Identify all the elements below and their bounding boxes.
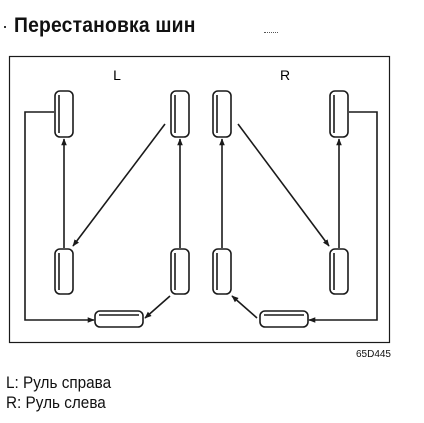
arrow-left-rear-to-spare bbox=[144, 295, 171, 319]
legend-key: L: bbox=[6, 373, 19, 392]
stray-dot bbox=[4, 26, 6, 28]
right-rear-right-tire bbox=[329, 248, 349, 295]
arrow-left-front-to-spare bbox=[24, 111, 95, 323]
arrow-right-spare-to-rear bbox=[231, 295, 258, 319]
right-front-right-tire bbox=[329, 90, 349, 138]
legend-item-l: L: Руль справа bbox=[6, 373, 111, 393]
figure-code: 65D445 bbox=[355, 349, 391, 360]
legend-item-r: R: Руль слева bbox=[6, 393, 106, 413]
left-rear-left-tire bbox=[54, 248, 74, 295]
legend-key: R: bbox=[6, 393, 22, 412]
scan-artifact bbox=[264, 32, 278, 36]
arrow-right-front-to-spare bbox=[308, 111, 378, 323]
arrow-right-diagonal-cross bbox=[237, 123, 330, 247]
left-panel-label: L bbox=[113, 67, 121, 83]
page-title: Перестановка шин bbox=[14, 14, 196, 37]
right-rear-left-tire bbox=[212, 248, 232, 295]
legend-text: Руль справа bbox=[23, 373, 112, 392]
left-front-left-tire bbox=[54, 90, 74, 138]
left-front-right-tire bbox=[170, 90, 190, 138]
diagram-frame bbox=[8, 55, 391, 344]
right-front-left-tire bbox=[212, 90, 232, 138]
arrow-left-diagonal-cross bbox=[72, 123, 166, 247]
legend-text: Руль слева bbox=[25, 393, 106, 412]
left-rear-right-tire bbox=[170, 248, 190, 295]
right-spare-tire bbox=[259, 310, 309, 328]
left-spare-tire bbox=[94, 310, 144, 328]
right-panel-label: R bbox=[280, 67, 290, 83]
